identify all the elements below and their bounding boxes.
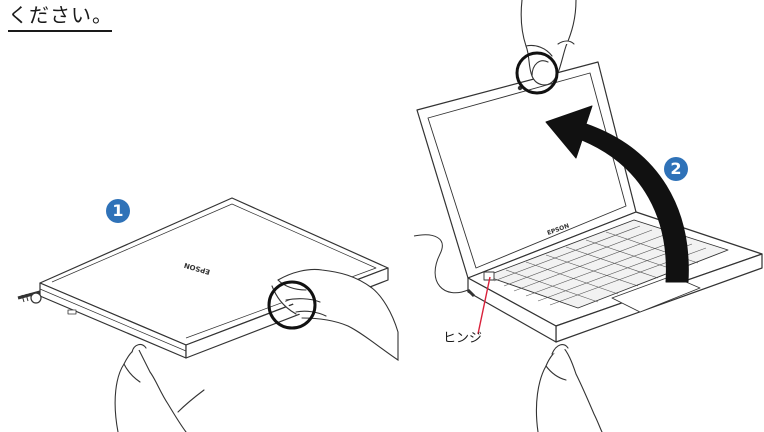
step-2-badge: 2	[664, 157, 688, 181]
open-laptop: EPSON	[414, 62, 762, 342]
right-hand-bottom	[536, 345, 602, 432]
hinge-label: ヒンジ	[443, 331, 482, 347]
closed-laptop-lid	[40, 198, 388, 345]
left-hand-bottom	[115, 345, 204, 432]
step-1-badge: 1	[106, 199, 130, 223]
